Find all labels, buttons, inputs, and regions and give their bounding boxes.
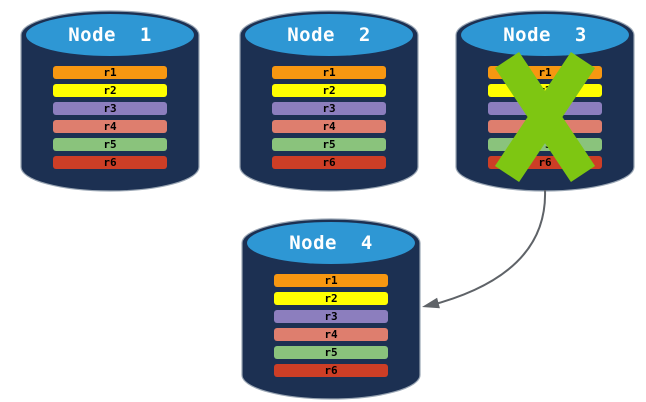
- replica-row: r2: [272, 84, 386, 97]
- node-title: Node 3: [503, 24, 587, 46]
- replica-label: r6: [103, 156, 117, 169]
- replica-label: r1: [103, 66, 117, 79]
- replica-label: r4: [324, 328, 338, 341]
- replica-row: r4: [272, 120, 386, 133]
- replica-row: r1: [53, 66, 167, 79]
- replica-row: r5: [274, 346, 388, 359]
- replica-row: r6: [274, 364, 388, 377]
- replica-row: r3: [272, 102, 386, 115]
- node-4: Node 4 r1 r2 r3 r4 r5 r6: [241, 218, 421, 400]
- replica-row: r3: [274, 310, 388, 323]
- replica-label: r2: [322, 84, 336, 97]
- replica-row: r5: [272, 138, 386, 151]
- replica-row: r4: [53, 120, 167, 133]
- node-title: Node 2: [287, 24, 371, 46]
- replica-label: r5: [322, 138, 336, 151]
- replica-row: r6: [53, 156, 167, 169]
- failure-x-icon: [494, 51, 596, 183]
- replica-row: r4: [274, 328, 388, 341]
- node-1: Node 1 r1 r2 r3 r4 r5 r6: [20, 10, 200, 192]
- replica-label: r1: [324, 274, 338, 287]
- replica-label: r1: [322, 66, 336, 79]
- replica-label: r5: [103, 138, 117, 151]
- replica-label: r3: [322, 102, 336, 115]
- node-2: Node 2 r1 r2 r3 r4 r5 r6: [239, 10, 419, 192]
- node-3: Node 3r1r2r3r4r5r6: [455, 10, 635, 192]
- replica-label: r4: [322, 120, 336, 133]
- replica-row: r2: [53, 84, 167, 97]
- replica-label: r1: [538, 66, 552, 79]
- replica-row: r6: [272, 156, 386, 169]
- replica-row: r5: [53, 138, 167, 151]
- node-title: Node 1: [68, 24, 152, 46]
- replica-row: r1: [274, 274, 388, 287]
- replica-label: r3: [103, 102, 117, 115]
- replica-label: r3: [324, 310, 338, 323]
- replica-label: r4: [103, 120, 117, 133]
- replica-row: r2: [274, 292, 388, 305]
- replica-row: r3: [53, 102, 167, 115]
- replica-label: r6: [322, 156, 336, 169]
- replica-label: r6: [324, 364, 338, 377]
- replica-label: r6: [538, 156, 552, 169]
- replica-row: r1: [272, 66, 386, 79]
- replica-label: r5: [324, 346, 338, 359]
- replica-label: r2: [324, 292, 338, 305]
- node-title: Node 4: [289, 232, 373, 254]
- replica-label: r2: [103, 84, 117, 97]
